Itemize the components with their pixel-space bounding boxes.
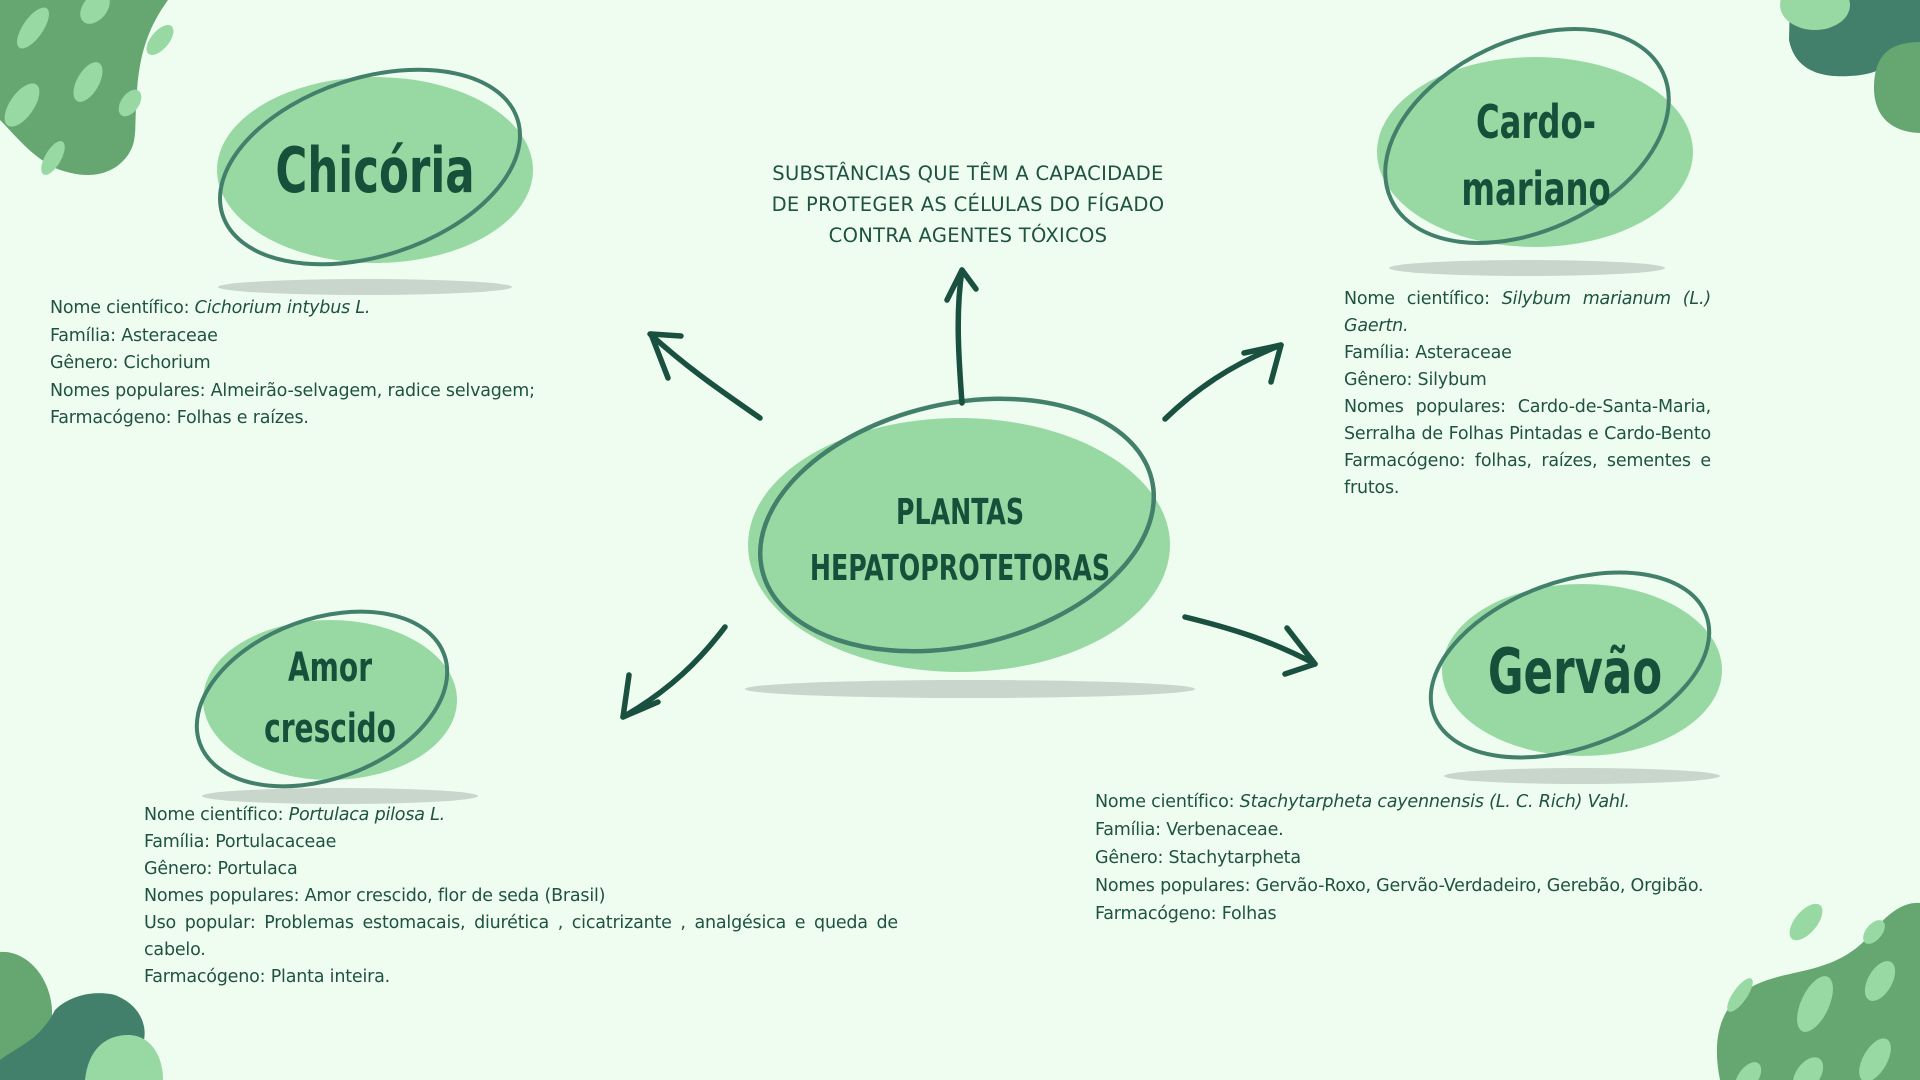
info-chicoria: Nome científico: Cichorium intybus L. Fa… [50, 295, 535, 433]
genus-line: Gênero: Silybum [1344, 370, 1487, 390]
pharmacogen-line: Farmacógeno: Folhas [1095, 904, 1277, 924]
arrow-to-tagline [944, 267, 979, 406]
arrow-to-cardo-mariano [1162, 342, 1284, 422]
scientific-name-line: Nome científico: Silybum marianum (L.) [1344, 289, 1711, 309]
node-shadow-amor-crescido [202, 788, 478, 804]
scientific-name-line: Nome científico: Portulaca pilosa L. [144, 805, 446, 825]
arrow-to-amor-crescido [620, 624, 728, 720]
decorative-blob-top-right [1780, 0, 1920, 133]
node-cardo-mariano-shape [1377, 27, 1693, 247]
scientific-name-line: Nome científico: Stachytarpheta cayennen… [1095, 792, 1630, 812]
pharmacogen-line: Farmacógeno: folhas, raízes, sementes e [1344, 451, 1711, 471]
genus-line: Gênero: Portulaca [144, 859, 298, 879]
decorative-blob-top-left [0, 0, 174, 175]
node-title-gervao: Gervão [1487, 635, 1663, 708]
arrow-to-gervao [1182, 614, 1318, 677]
node-center-shape [748, 396, 1170, 672]
popular-names-line: Nomes populares: Almeirão-selvagem, radi… [50, 380, 535, 401]
family-line: Família: Portulacaceae [144, 832, 337, 852]
popular-use-line: Uso popular: Problemas estomacais, diuré… [144, 913, 898, 933]
popular-names-line-2: Serralha de Folhas Pintadas e Cardo-Bent… [1344, 424, 1711, 444]
info-cardo-mariano: Nome científico: Silybum marianum (L.) G… [1344, 286, 1711, 502]
node-chicoria-shape [217, 67, 533, 267]
decorative-blob-bottom-right [1716, 902, 1920, 1080]
node-gervao-shape [1428, 570, 1722, 760]
definition-text: SUBSTÂNCIAS QUE TÊM A CAPACIDADE DE PROT… [771, 162, 1165, 247]
pharmacogen-line: Farmacógeno: Planta inteira. [144, 967, 391, 987]
popular-use-line-2: cabelo. [144, 940, 206, 960]
node-title-center: PLANTAS HEPATOPROTETORAS [809, 492, 1111, 589]
genus-line: Gênero: Stachytarpheta [1095, 848, 1301, 868]
node-title-amor-crescido: Amor crescido [264, 645, 396, 752]
pharmacogen-line: Farmacógeno: Folhas e raízes. [50, 408, 309, 428]
scientific-name-line-2: Gaertn. [1344, 316, 1409, 336]
family-line: Família: Asteraceae [50, 325, 218, 346]
node-title-chicoria: Chicória [275, 134, 475, 207]
pharmacogen-line-2: frutos. [1344, 478, 1400, 498]
family-line: Família: Asteraceae [1344, 343, 1512, 363]
node-amor-crescido-shape [194, 609, 457, 789]
arrow-to-chicoria [647, 331, 763, 421]
genus-line: Gênero: Cichorium [50, 353, 211, 373]
node-shadow-cardo-mariano [1389, 260, 1665, 276]
node-shadow-center [745, 680, 1195, 698]
info-amor-crescido: Nome científico: Portulaca pilosa L. Fam… [144, 802, 898, 991]
node-shadow-gervao [1444, 768, 1720, 784]
scientific-name-line: Nome científico: Cichorium intybus L. [50, 298, 371, 318]
popular-names-line: Nomes populares: Cardo-de-Santa-Maria, [1344, 397, 1711, 417]
decorative-blob-bottom-left [0, 951, 163, 1080]
family-line: Família: Verbenaceae. [1095, 820, 1284, 840]
node-title-cardo-mariano: Cardo- mariano [1461, 95, 1611, 216]
info-gervao: Nome científico: Stachytarpheta cayennen… [1095, 788, 1704, 928]
node-shadow-chicoria [218, 279, 512, 295]
popular-names-line: Nomes populares: Amor crescido, flor de … [144, 886, 606, 906]
popular-names-line: Nomes populares: Gervão-Roxo, Gervão-Ver… [1095, 876, 1704, 896]
